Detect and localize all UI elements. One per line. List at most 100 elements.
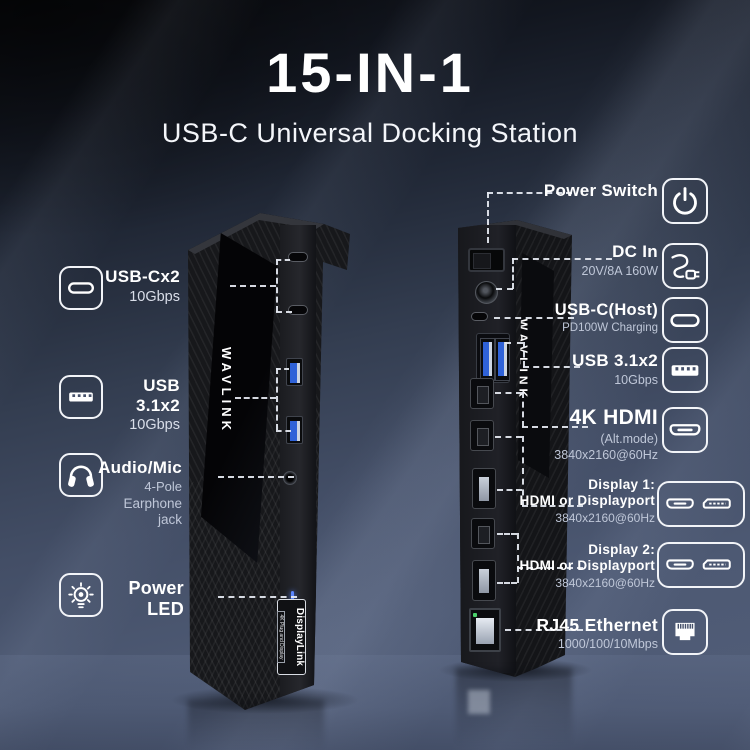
rj45-port bbox=[469, 608, 501, 652]
callout-sub: Earphone jack bbox=[123, 496, 182, 527]
callout-sub: 10Gbps bbox=[614, 372, 658, 387]
callout-audio-mic: Audio/Mic 4-Pole Earphone jack bbox=[96, 458, 182, 528]
callout-connector bbox=[218, 596, 297, 598]
usb-a-port-2 bbox=[286, 416, 303, 444]
callout-connector bbox=[523, 366, 580, 368]
displaylink-badge-text: DisplayLink bbox=[293, 607, 305, 667]
displaylink-badge: DisplayLink 4K Plug and Display bbox=[276, 599, 306, 675]
dock-front-body: WAVLINK DisplayLink 4K Plug and Display bbox=[188, 213, 350, 710]
dc-in-port bbox=[475, 281, 498, 304]
display2-hdmi-port bbox=[471, 518, 495, 549]
callout-connector bbox=[522, 426, 588, 428]
callout-label: Display 1: bbox=[588, 477, 655, 492]
callout-label: Power Switch bbox=[543, 181, 658, 200]
dock-back-view: WAVLINK bbox=[452, 215, 577, 685]
callout-dc-in: DC In 20V/8A 160W bbox=[518, 242, 658, 278]
callout-connector bbox=[497, 582, 517, 584]
hdmi-displayport-icon bbox=[657, 481, 745, 527]
callout-connector bbox=[505, 629, 583, 631]
power-icon bbox=[662, 178, 708, 224]
front-device-reflection bbox=[188, 700, 324, 750]
dc-plug-icon bbox=[662, 243, 708, 289]
callout-sub: 3840x2160@60Hz bbox=[555, 511, 655, 526]
page-subtitle: USB-C Universal Docking Station bbox=[161, 118, 579, 148]
callout-usb-3-1-x2-back: USB 3.1x2 10Gbps bbox=[518, 351, 658, 387]
callout-sub: (Alt.mode) bbox=[600, 432, 658, 447]
callout-connector bbox=[276, 259, 290, 261]
callout-sub: PD100W Charging bbox=[562, 321, 658, 334]
callout-label: Power LED bbox=[128, 578, 184, 619]
dock-front-view: WAVLINK DisplayLink 4K Plug and Display bbox=[183, 213, 350, 713]
callout-connector bbox=[487, 192, 489, 243]
callout-connector bbox=[230, 285, 276, 287]
hdmi-4k-port bbox=[470, 378, 494, 409]
callout-rj45: RJ45 Ethernet 1000/100/10Mbps bbox=[498, 615, 658, 652]
usb-c-host-port bbox=[471, 312, 488, 321]
display1-displayport bbox=[472, 468, 496, 509]
displaylink-badge-subtext: 4K Plug and Display bbox=[276, 611, 285, 663]
callout-connector bbox=[497, 489, 522, 491]
callout-sub: 20V/8A 160W bbox=[581, 263, 658, 278]
callout-connector bbox=[517, 567, 583, 569]
callout-label: 4K HDMI bbox=[569, 406, 658, 429]
callout-display-2: Display 2: HDMI or Displayport 3840x2160… bbox=[485, 542, 655, 591]
callout-power-led: Power LED bbox=[100, 578, 184, 619]
back-device-reflection bbox=[456, 668, 572, 746]
callout-connector bbox=[487, 192, 572, 194]
callout-sub: 3840x2160@60Hz bbox=[555, 576, 655, 591]
lightbulb-icon bbox=[59, 573, 103, 617]
rj45-reflection bbox=[468, 690, 490, 714]
usb-c-port-1 bbox=[288, 252, 308, 262]
callout-sub: 10Gbps bbox=[129, 288, 180, 305]
hdmi-icon bbox=[662, 407, 708, 453]
callout-sub: 3840x2160@60Hz bbox=[554, 447, 658, 462]
callout-usb-3-1-x2: USB 3.1x2 10Gbps bbox=[98, 376, 180, 434]
callout-connector bbox=[497, 533, 517, 535]
callout-sub: 10Gbps bbox=[129, 417, 180, 434]
page-title: 15-IN-1 bbox=[266, 41, 474, 104]
callout-label: USB 3.1x2 bbox=[572, 351, 658, 370]
usb-c-port-icon bbox=[662, 297, 708, 343]
callout-4k-hdmi: 4K HDMI (Alt.mode) 3840x2160@60Hz bbox=[498, 406, 658, 462]
callout-connector bbox=[276, 368, 289, 370]
callout-connector bbox=[495, 392, 522, 394]
display1-hdmi-port bbox=[470, 420, 494, 451]
callout-sub: 4-Pole bbox=[144, 478, 182, 494]
callout-connector bbox=[495, 436, 522, 438]
usb-a-port-icon bbox=[59, 375, 103, 419]
callout-label: USB-Cx2 bbox=[105, 267, 180, 286]
callout-connector bbox=[517, 533, 519, 583]
callout-power-switch: Power Switch bbox=[518, 181, 658, 201]
callout-connector bbox=[522, 505, 583, 507]
usb-c-port-icon bbox=[59, 266, 103, 310]
headphones-icon bbox=[59, 453, 103, 497]
power-switch-port bbox=[468, 248, 505, 272]
ethernet-icon bbox=[662, 609, 708, 655]
callout-label: USB 3.1x2 bbox=[135, 376, 180, 415]
callout-label: Audio/Mic bbox=[98, 458, 182, 477]
callout-connector bbox=[494, 317, 574, 319]
callout-connector bbox=[235, 397, 276, 399]
callout-display-1: Display 1: HDMI or Displayport 3840x2160… bbox=[485, 477, 655, 526]
audio-jack bbox=[283, 471, 297, 485]
callout-connector bbox=[276, 368, 278, 430]
callout-label: HDMI or Displayport bbox=[519, 557, 655, 573]
callout-connector bbox=[218, 476, 294, 478]
callout-connector bbox=[522, 436, 524, 506]
callout-connector bbox=[523, 342, 525, 367]
usb-a-port-icon bbox=[662, 347, 708, 393]
hdmi-displayport-icon bbox=[657, 542, 745, 588]
callout-label: HDMI or Displayport bbox=[519, 492, 655, 508]
callout-connector bbox=[276, 430, 291, 432]
callout-connector bbox=[496, 288, 513, 290]
usb-a-port-1 bbox=[286, 358, 303, 386]
callout-connector bbox=[276, 311, 292, 313]
callout-sub: 1000/100/10Mbps bbox=[557, 637, 658, 652]
callout-connector bbox=[522, 392, 524, 427]
floor-surface bbox=[0, 655, 750, 750]
callout-connector bbox=[512, 258, 612, 260]
callout-label: RJ45 Ethernet bbox=[536, 615, 658, 635]
